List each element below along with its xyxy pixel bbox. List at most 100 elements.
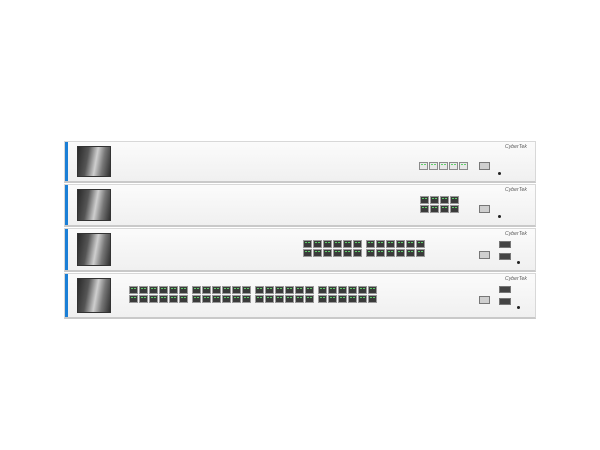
console-port xyxy=(479,205,490,213)
ethernet-port xyxy=(333,249,342,257)
ethernet-port xyxy=(368,286,377,294)
ethernet-port xyxy=(353,249,362,257)
sfp-port xyxy=(499,286,511,293)
ethernet-port xyxy=(323,240,332,248)
ethernet-port xyxy=(450,196,459,204)
power-led xyxy=(517,261,520,264)
console-port xyxy=(479,162,490,170)
ethernet-port xyxy=(406,249,415,257)
ethernet-port xyxy=(242,286,251,294)
sfp-port xyxy=(499,253,511,260)
ethernet-port xyxy=(159,286,168,294)
ethernet-port xyxy=(255,295,264,303)
ethernet-port xyxy=(295,286,304,294)
ethernet-port xyxy=(353,240,362,248)
ethernet-port xyxy=(313,249,322,257)
ethernet-port xyxy=(242,295,251,303)
ethernet-port xyxy=(169,286,178,294)
ethernet-port xyxy=(212,295,221,303)
power-led xyxy=(498,172,501,175)
ethernet-port xyxy=(303,249,312,257)
ethernet-port xyxy=(366,240,375,248)
port-block xyxy=(129,286,379,303)
switch-48-port: CyberTek xyxy=(64,273,536,319)
power-led xyxy=(517,306,520,309)
ethernet-port xyxy=(285,286,294,294)
ethernet-port xyxy=(265,286,274,294)
ethernet-port xyxy=(212,286,221,294)
ethernet-port xyxy=(420,205,429,213)
ethernet-port xyxy=(328,295,337,303)
console-port xyxy=(479,251,490,259)
ethernet-port xyxy=(255,286,264,294)
accent-stripe xyxy=(65,185,68,225)
switch-24-port: CyberTek xyxy=(64,228,536,272)
ethernet-port xyxy=(430,196,439,204)
ethernet-port xyxy=(376,240,385,248)
ethernet-port xyxy=(275,286,284,294)
brand-logo: CyberTek xyxy=(504,231,527,237)
ethernet-port xyxy=(419,162,428,170)
ethernet-port xyxy=(406,240,415,248)
ethernet-port xyxy=(386,249,395,257)
ethernet-port xyxy=(439,162,448,170)
ethernet-port xyxy=(305,286,314,294)
console-port xyxy=(479,296,490,304)
brand-logo: CyberTek xyxy=(504,187,527,193)
ethernet-port xyxy=(159,295,168,303)
ethernet-port xyxy=(318,286,327,294)
port-block xyxy=(420,196,461,213)
ethernet-port xyxy=(449,162,458,170)
brand-logo: CyberTek xyxy=(504,144,527,150)
ethernet-port xyxy=(368,295,377,303)
sfp-port xyxy=(499,241,511,248)
ethernet-port xyxy=(222,295,231,303)
ethernet-port xyxy=(358,286,367,294)
accent-stripe xyxy=(65,142,68,181)
ethernet-port xyxy=(169,295,178,303)
power-led xyxy=(498,215,501,218)
ethernet-port xyxy=(440,196,449,204)
ethernet-port xyxy=(222,286,231,294)
ethernet-port xyxy=(430,205,439,213)
front-bezel-shade xyxy=(77,278,111,313)
front-bezel-shade xyxy=(77,146,111,177)
ethernet-port xyxy=(129,286,138,294)
ethernet-port xyxy=(202,286,211,294)
ethernet-port xyxy=(192,295,201,303)
ethernet-port xyxy=(348,286,357,294)
ethernet-port xyxy=(139,295,148,303)
ethernet-port xyxy=(149,286,158,294)
ethernet-port xyxy=(179,295,188,303)
ethernet-port xyxy=(376,249,385,257)
ethernet-port xyxy=(265,295,274,303)
ethernet-port xyxy=(396,249,405,257)
switch-5-port: CyberTek xyxy=(64,141,536,183)
ethernet-port xyxy=(232,295,241,303)
ethernet-port xyxy=(232,286,241,294)
ethernet-port xyxy=(129,295,138,303)
accent-stripe xyxy=(65,229,68,270)
ethernet-port xyxy=(343,240,352,248)
ethernet-port xyxy=(420,196,429,204)
ethernet-port xyxy=(285,295,294,303)
ethernet-port xyxy=(343,249,352,257)
ethernet-port xyxy=(303,240,312,248)
ethernet-port xyxy=(318,295,327,303)
front-bezel-shade xyxy=(77,189,111,221)
front-bezel-shade xyxy=(77,233,111,266)
ethernet-port xyxy=(179,286,188,294)
ethernet-port xyxy=(328,286,337,294)
ethernet-port xyxy=(429,162,438,170)
ethernet-port xyxy=(386,240,395,248)
ethernet-port xyxy=(416,240,425,248)
ethernet-port xyxy=(192,286,201,294)
ethernet-port xyxy=(348,295,357,303)
ethernet-port xyxy=(333,240,342,248)
ethernet-port xyxy=(295,295,304,303)
ethernet-port xyxy=(450,205,459,213)
port-block xyxy=(419,162,470,170)
ethernet-port xyxy=(358,295,367,303)
ethernet-port xyxy=(338,295,347,303)
brand-logo: CyberTek xyxy=(504,276,527,282)
